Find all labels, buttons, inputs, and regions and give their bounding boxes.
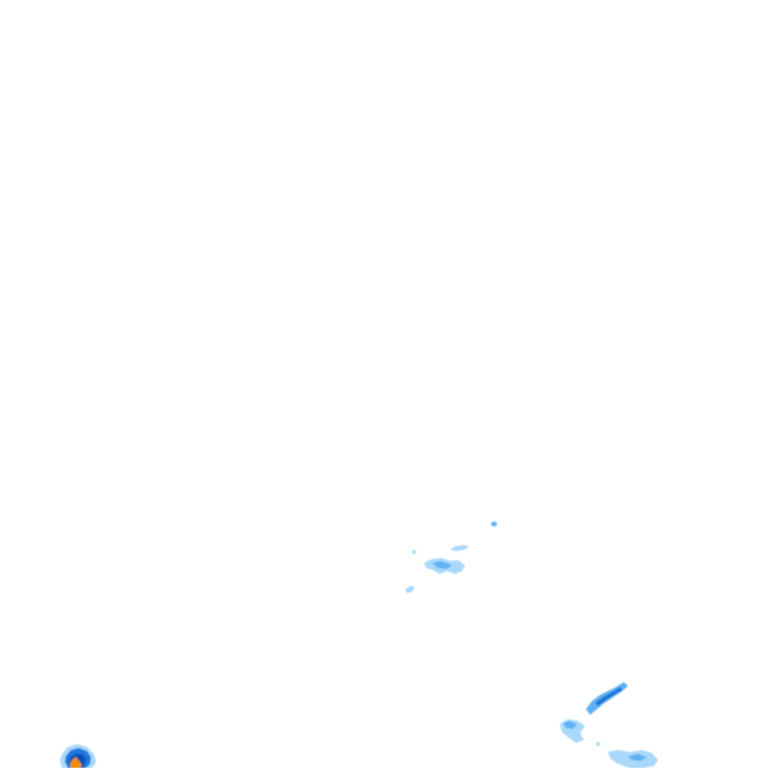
precip-blob	[563, 721, 577, 729]
precip-blob	[596, 742, 600, 746]
precipitation-cell-southwest-core	[60, 744, 96, 768]
precip-blob	[450, 545, 469, 551]
precip-blob	[595, 687, 623, 706]
precip-blob	[412, 550, 416, 554]
precipitation-cell-southeast-arc	[560, 682, 658, 768]
precipitation-cell-center-east	[405, 521, 497, 593]
precip-blob	[432, 561, 452, 569]
precip-blob	[405, 586, 415, 593]
precip-blob	[491, 521, 497, 527]
precip-blob	[628, 754, 647, 761]
precip-blob	[70, 757, 82, 768]
